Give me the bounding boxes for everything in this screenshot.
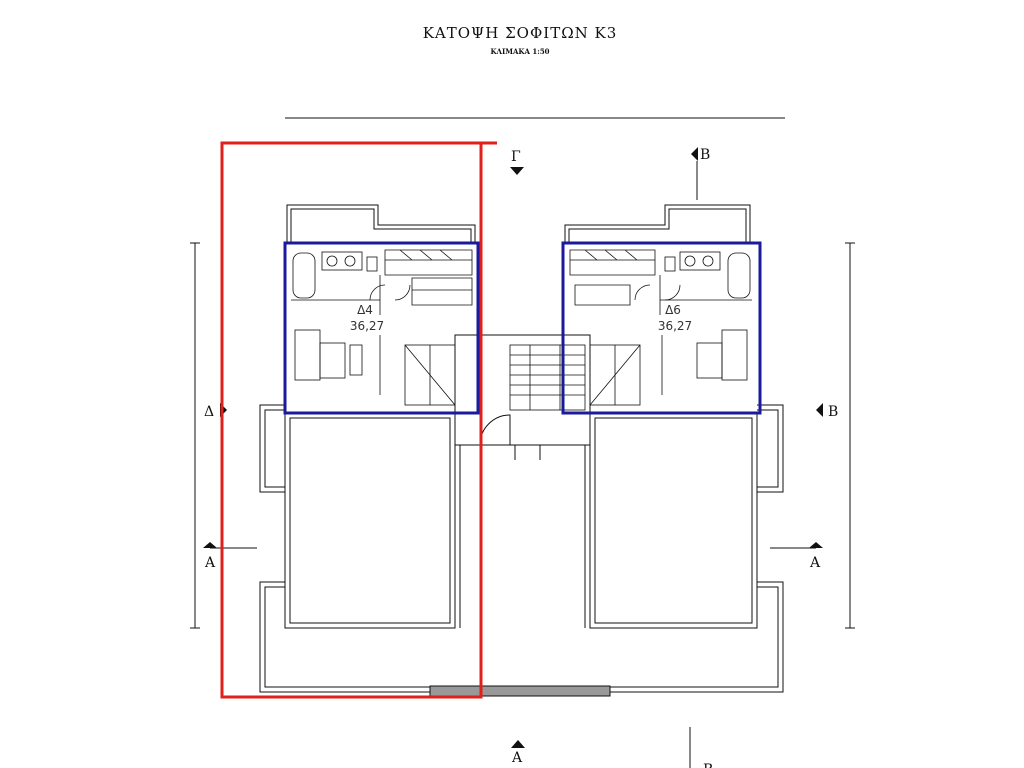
section-arrow-icon	[691, 147, 698, 161]
unit-id: Δ6	[665, 303, 681, 317]
section-marker-top-right: Β	[700, 147, 710, 163]
section-marker-left-lower: Α	[204, 555, 216, 571]
section-marker-bottom-right: Β	[703, 762, 713, 768]
dimension-lines	[190, 117, 855, 629]
roof-decks	[286, 204, 751, 243]
section-arrow-icon	[816, 403, 823, 417]
unit-id: Δ4	[357, 303, 373, 317]
section-markers: Γ Β Δ Β Α Α Α Β	[203, 147, 838, 768]
section-marker-bottom-center: Α	[511, 750, 523, 766]
central-stairs	[509, 344, 586, 411]
section-marker-top-center: Γ	[511, 149, 521, 165]
unit-area: 36,27	[350, 319, 384, 333]
section-arrow-icon	[203, 542, 217, 548]
unit-d4: Δ4 36,27	[283, 241, 480, 415]
section-arrow-icon	[510, 167, 524, 175]
section-marker-right-lower: Α	[809, 555, 821, 571]
drawing-scale: ΚΛΙΜΑΚΑ 1:50	[490, 47, 550, 56]
planter-strip	[429, 685, 611, 697]
drawing-title: ΚΑΤΟΨΗ ΣΟΦΙΤΩΝ Κ3	[422, 24, 618, 42]
highlight-outline	[220, 141, 497, 699]
section-marker-left: Δ	[204, 404, 214, 420]
section-arrow-icon	[809, 542, 823, 548]
section-marker-right: Β	[828, 404, 838, 420]
unit-d6: Δ6 36,27	[561, 241, 762, 415]
section-arrow-icon	[511, 740, 525, 748]
unit-area: 36,27	[658, 319, 692, 333]
terrace-outline	[259, 334, 784, 693]
